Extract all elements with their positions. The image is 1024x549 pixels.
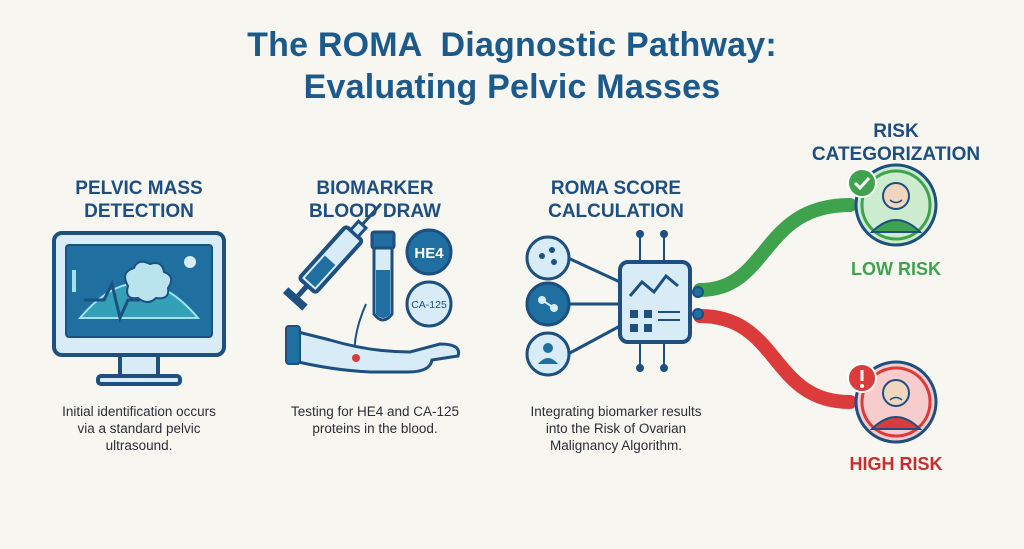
step-heading-line: BLOOD DRAW — [309, 201, 441, 222]
check-icon — [847, 168, 877, 198]
risk-paths — [693, 198, 857, 409]
description-line: Initial identification occurs — [62, 404, 216, 419]
svg-text:HE4: HE4 — [414, 245, 444, 262]
risk-heading: RISK CATEGORIZATION — [776, 120, 1016, 166]
data-icon — [525, 235, 571, 281]
alert-icon — [847, 363, 877, 393]
description-line: via a standard pelvic — [77, 421, 201, 436]
low-risk-label: LOW RISK — [851, 259, 941, 279]
step-description-detection: Initial identification occurs via a stan… — [19, 403, 259, 454]
description-line: Testing for HE4 and CA-125 — [290, 404, 460, 419]
he4-badge: HE4 — [405, 228, 453, 276]
step-heading-line: BIOMARKER — [316, 178, 434, 199]
step-description-blood-draw: Testing for HE4 and CA-125 proteins in t… — [255, 403, 495, 437]
ultrasound-monitor-icon — [52, 231, 226, 386]
description-line: ultrasound. — [105, 438, 173, 453]
step-description-roma-score: Integrating biomarker results into the R… — [496, 403, 736, 454]
step-heading-line: ROMA SCORE — [550, 178, 682, 199]
description-line: proteins in the blood. — [312, 421, 438, 436]
patient-icon — [525, 331, 571, 377]
description-line: into the Risk of Ovarian — [545, 421, 687, 436]
step-heading-line: DETECTION — [84, 201, 194, 222]
step-heading-roma-score: ROMA SCORE CALCULATION — [496, 177, 736, 223]
risk-heading-line: RISK — [873, 121, 919, 142]
high-risk-path — [693, 309, 857, 409]
description-line: Malignancy Algorithm. — [549, 438, 683, 453]
low-risk-path — [693, 198, 857, 297]
step-heading-blood-draw: BIOMARKER BLOOD DRAW — [255, 177, 495, 223]
step-heading-detection: PELVIC MASS DETECTION — [19, 177, 259, 223]
title-line-2: Evaluating Pelvic Masses — [303, 68, 721, 106]
title-line-1: The ROMA Diagnostic Pathway: — [247, 26, 777, 64]
step-heading-line: PELVIC MASS — [75, 178, 203, 199]
syringe-icon — [282, 202, 383, 371]
arm-icon — [285, 325, 461, 374]
description-line: Integrating biomarker results — [530, 404, 702, 419]
page-title: The ROMA Diagnostic Pathway: Evaluating … — [0, 24, 1024, 108]
test-tube-icon — [370, 230, 396, 322]
svg-text:CA-125: CA-125 — [411, 299, 447, 311]
step-heading-line: CALCULATION — [548, 201, 684, 222]
algorithm-diagram — [525, 230, 704, 377]
risk-heading-line: CATEGORIZATION — [811, 144, 981, 165]
high-risk-label: HIGH RISK — [849, 454, 943, 474]
ca125-badge: CA-125 — [405, 280, 453, 328]
